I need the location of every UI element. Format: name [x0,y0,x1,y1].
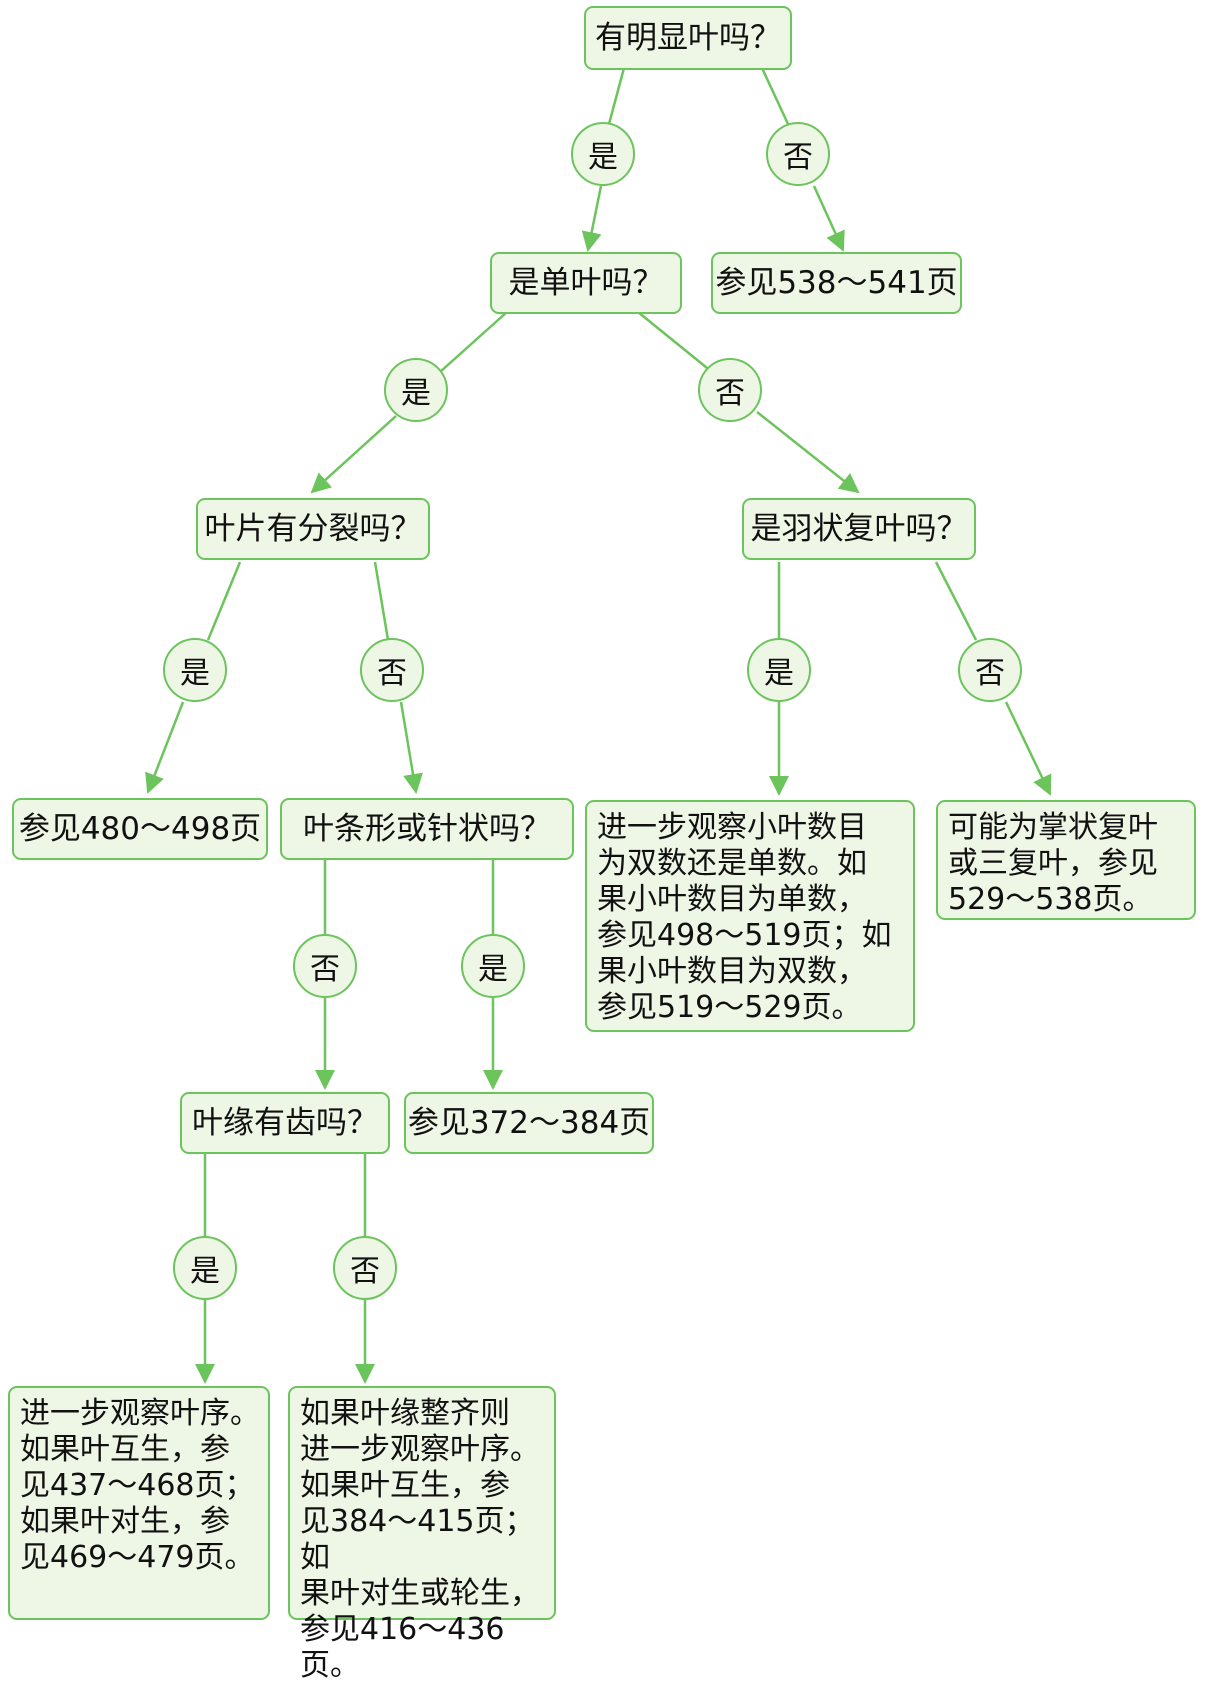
node-see-480-498: 参见480～498页 [12,798,268,860]
node-label: 有明显叶吗？ [595,20,781,56]
connector-lines [145,67,1052,1384]
yes-badge-linear: 是 [461,934,525,998]
node-label: 进一步观察小叶数目 为双数还是单数。如 果小叶数目为单数， 参见498～519页… [597,810,892,1025]
badge-label: 否 [975,656,1005,691]
badge-label: 是 [478,952,508,987]
node-linear-or-needle: 叶条形或针状吗？ [280,798,574,860]
node-label: 可能为掌状复叶 或三复叶，参见 529～538页。 [948,810,1158,917]
yes-badge-root: 是 [571,122,635,186]
no-badge-simple: 否 [698,358,762,422]
yes-badge-pinnate: 是 [747,638,811,702]
no-badge-root: 否 [766,122,830,186]
node-label: 叶缘有齿吗？ [192,1105,378,1141]
no-badge-divided: 否 [360,638,424,702]
badge-label: 否 [783,140,813,175]
node-leaf-toothed: 叶缘有齿吗？ [180,1092,390,1154]
yes-badge-simple: 是 [384,358,448,422]
badge-label: 是 [764,656,794,691]
node-label: 叶片有分裂吗？ [204,511,422,547]
node-label: 参见372～384页 [407,1105,651,1141]
node-label: 叶条形或针状吗？ [303,811,551,847]
node-palmate-detail: 可能为掌状复叶 或三复叶，参见 529～538页。 [936,800,1196,920]
no-badge-linear: 否 [293,934,357,998]
yes-badge-toothed: 是 [173,1236,237,1300]
no-badge-pinnate: 否 [958,638,1022,702]
node-label: 参见480～498页 [18,811,262,847]
yes-badge-divided: 是 [163,638,227,702]
node-label: 如果叶缘整齐则 进一步观察叶序。 如果叶互生，参 见384～415页；如 果叶对… [300,1396,540,1683]
badge-label: 是 [180,656,210,691]
node-toothed-detail: 进一步观察叶序。 如果叶互生，参 见437～468页； 如果叶对生，参 见469… [8,1386,270,1620]
node-leaf-divided: 叶片有分裂吗？ [196,498,430,560]
node-label: 参见538～541页 [715,265,958,301]
node-see-538-541: 参见538～541页 [711,252,962,314]
node-see-372-384: 参见372～384页 [404,1092,654,1154]
node-pinnate-detail: 进一步观察小叶数目 为双数还是单数。如 果小叶数目为单数， 参见498～519页… [585,800,915,1032]
badge-label: 是 [588,140,618,175]
node-smooth-detail: 如果叶缘整齐则 进一步观察叶序。 如果叶互生，参 见384～415页；如 果叶对… [288,1386,556,1683]
node-has-obvious-leaf: 有明显叶吗？ [584,6,792,70]
badge-label: 是 [190,1254,220,1289]
badge-label: 否 [310,952,340,987]
badge-label: 否 [715,376,745,411]
node-is-pinnate: 是羽状复叶吗？ [742,498,976,560]
node-label: 进一步观察叶序。 如果叶互生，参 见437～468页； 如果叶对生，参 见469… [20,1396,260,1575]
badge-label: 否 [377,656,407,691]
node-is-simple-leaf: 是单叶吗？ [490,252,682,314]
node-label: 是单叶吗？ [508,265,664,301]
badge-label: 否 [350,1254,380,1289]
badge-label: 是 [401,376,431,411]
no-badge-toothed: 否 [333,1236,397,1300]
node-label: 是羽状复叶吗？ [750,511,968,547]
